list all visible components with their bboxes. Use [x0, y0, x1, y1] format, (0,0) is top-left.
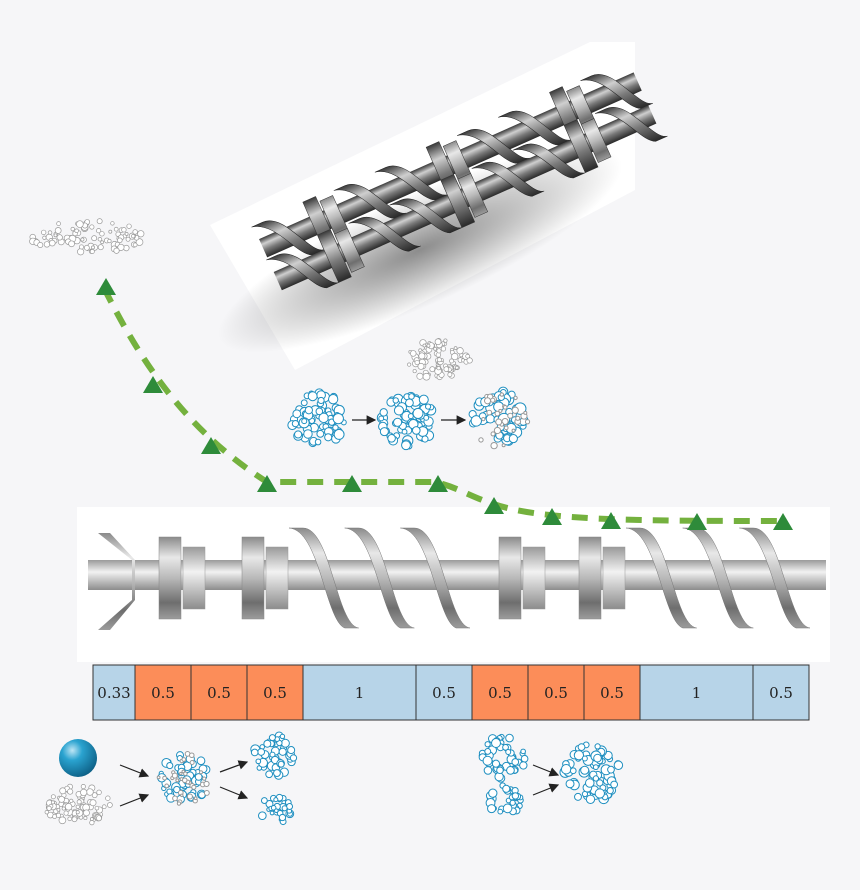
config-segment-conveying: 1 — [302, 664, 417, 721]
granule-cluster — [478, 733, 529, 783]
config-segment-kneading: 0.5 — [583, 664, 641, 721]
trajectory-marker — [96, 278, 116, 295]
trajectory-marker — [484, 497, 504, 514]
segment-label: 0.5 — [769, 684, 793, 702]
trajectory-marker — [601, 512, 621, 529]
trajectory-marker — [143, 376, 163, 393]
trajectory-line — [101, 286, 784, 524]
segment-label: 0.33 — [97, 684, 130, 702]
process-arrow — [219, 760, 249, 773]
granule-cluster — [485, 782, 524, 816]
trajectory-marker — [773, 513, 793, 530]
screw-shaft-render — [77, 507, 830, 662]
process-arrow — [532, 783, 560, 796]
segment-label: 0.5 — [207, 684, 231, 702]
trajectory-marker — [342, 475, 362, 492]
particle-illustrations — [29, 218, 624, 826]
granule-fragment — [258, 793, 295, 826]
trajectory-marker — [201, 437, 221, 454]
granule-cluster — [287, 388, 347, 448]
segment-label: 0.5 — [544, 684, 568, 702]
trajectory-marker — [542, 508, 562, 525]
segment-label: 0.5 — [600, 684, 624, 702]
granule-cluster — [250, 731, 298, 780]
segment-label: 0.5 — [263, 684, 287, 702]
coated-granule-shell — [478, 392, 531, 450]
binder-droplet — [59, 739, 97, 777]
config-segment-kneading: 0.5 — [134, 664, 192, 721]
trajectory-marker — [687, 513, 707, 530]
config-segment-conveying: 0.33 — [92, 664, 136, 721]
fine-powder-cloud — [44, 783, 113, 826]
process-arrow — [119, 793, 150, 807]
fine-powder-cloud — [407, 338, 473, 381]
config-segment-conveying: 0.5 — [415, 664, 473, 721]
process-arrow — [532, 764, 560, 777]
granulation-trajectory — [96, 278, 793, 530]
config-segment-kneading: 0.5 — [190, 664, 248, 721]
segment-label: 0.5 — [151, 684, 175, 702]
process-arrow — [119, 764, 150, 778]
consolidated-granule — [559, 741, 624, 805]
trajectory-marker — [257, 475, 277, 492]
config-segment-conveying: 1 — [639, 664, 754, 721]
config-segment-conveying: 0.5 — [752, 664, 810, 721]
wetted-powder-shell — [156, 751, 210, 806]
segment-label: 0.5 — [432, 684, 456, 702]
config-segment-kneading: 0.5 — [527, 664, 585, 721]
config-segment-kneading: 0.5 — [246, 664, 304, 721]
segment-label: 1 — [355, 684, 365, 702]
segment-label: 1 — [692, 684, 702, 702]
trajectory-marker — [428, 475, 448, 492]
process-arrow — [219, 786, 249, 800]
fine-powder-cloud — [29, 218, 145, 256]
twin-screw-render — [210, 42, 668, 370]
config-segment-kneading: 0.5 — [471, 664, 529, 721]
screw-configuration-bar: 0.33 0.5 0.5 0.5 1 0.5 0.5 0.5 0.5 1 0.5 — [92, 664, 810, 721]
granule-cluster — [376, 391, 437, 451]
segment-label: 0.5 — [488, 684, 512, 702]
